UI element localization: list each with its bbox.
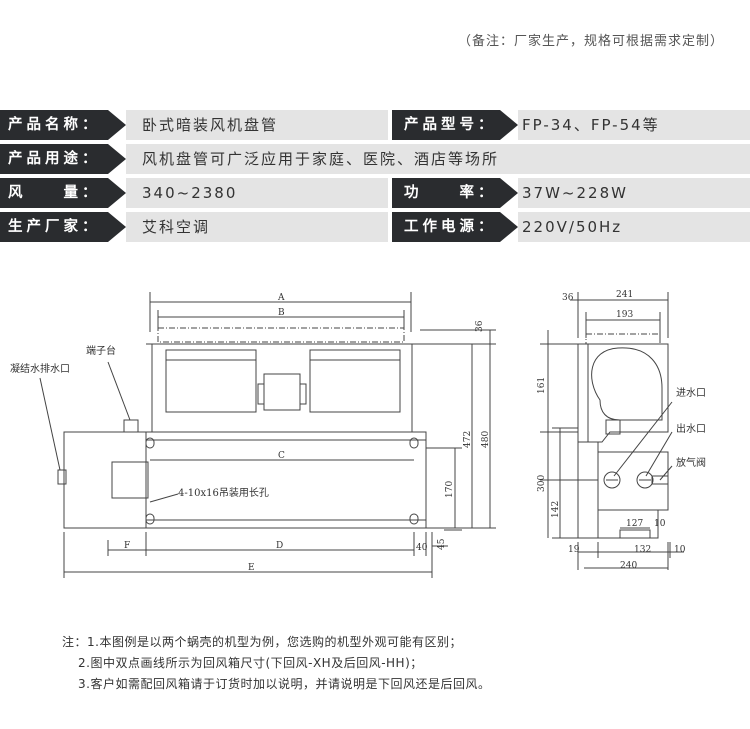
label-arrow [500,110,518,140]
dim-label: 472 [463,431,473,448]
dim-label: 480 [481,431,491,448]
terminal-label: 端子台 [86,344,116,357]
label-arrow [108,110,126,140]
dim-label: C [278,451,285,461]
dim-label: 10 [654,519,666,529]
dim-label: 40 [416,543,428,553]
spec-value: 37W~228W [518,178,750,208]
water-in-label: 进水口 [676,387,706,399]
spec-row-maker: 生产厂家： 艾科空调 工作电源： 220V/50Hz [0,212,750,242]
dim-label: A [277,293,285,303]
drawing-notes: 注：1.本图例是以两个蜗壳的机型为例，您选购的机型外观可能有区别； 2.图中双点… [62,632,490,695]
dim-label: F [124,541,130,551]
dim-label: B [278,308,285,318]
dim-label: 142 [551,501,561,518]
label-arrow [108,178,126,208]
spec-label: 工作电源： [392,212,500,242]
technical-drawing: A B C D E F 36 472 480 170 45 40 36 241 … [10,290,706,578]
spec-value: 艾科空调 [126,212,388,242]
label-arrow [500,212,518,242]
dim-label: 161 [537,377,547,394]
hang-hole-label: 4-10x16吊装用长孔 [178,486,269,499]
dim-label: 10 [674,545,686,555]
spec-row-airflow: 风 量： 340~2380 功 率： 37W~228W [0,178,750,208]
air-valve-label: 放气阀 [676,456,706,469]
dim-label: 36 [475,320,485,332]
spec-label: 产品用途： [0,144,108,174]
spec-label: 生产厂家： [0,212,108,242]
label-arrow [108,212,126,242]
label-arrow [108,144,126,174]
spec-label: 风 量： [0,178,108,208]
label-arrow [500,178,518,208]
dim-label: 241 [616,290,633,300]
dim-label: 170 [445,481,455,498]
dim-label: 240 [620,561,637,571]
note-line: 2.图中双点画线所示为回风箱尺寸(下回风-XH及后回风-HH)； [78,656,423,670]
spec-value: FP-34、FP-54等 [518,110,750,140]
dim-label: E [248,563,255,573]
dim-label: 36 [562,293,574,303]
dim-label: 300 [537,475,547,492]
drain-label: 凝结水排水口 [10,362,70,375]
dim-label: 127 [626,519,643,529]
dim-label: 193 [616,310,633,320]
spec-value: 220V/50Hz [518,212,750,242]
water-out-label: 出水口 [676,422,706,435]
spec-row-usage: 产品用途： 风机盘管可广泛应用于家庭、医院、酒店等场所 [0,144,750,174]
dim-label: 45 [437,538,447,550]
note-line: 3.客户如需配回风箱请于订货时加以说明，并请说明是下回风还是后回风。 [78,677,491,691]
note-line: 注：1.本图例是以两个蜗壳的机型为例，您选购的机型外观可能有区别； [62,635,462,649]
spec-label: 功 率： [392,178,500,208]
dim-label: 132 [634,545,651,555]
top-note: （备注：厂家生产，规格可根据需求定制） [457,34,724,49]
dim-label: D [276,541,283,551]
spec-row-name: 产品名称： 卧式暗装风机盘管 产品型号： FP-34、FP-54等 [0,110,750,140]
dim-label: 19 [568,545,580,555]
spec-label: 产品名称： [0,110,108,140]
spec-value: 风机盘管可广泛应用于家庭、医院、酒店等场所 [126,144,750,174]
spec-label: 产品型号： [392,110,500,140]
spec-value: 340~2380 [126,178,388,208]
spec-value: 卧式暗装风机盘管 [126,110,388,140]
